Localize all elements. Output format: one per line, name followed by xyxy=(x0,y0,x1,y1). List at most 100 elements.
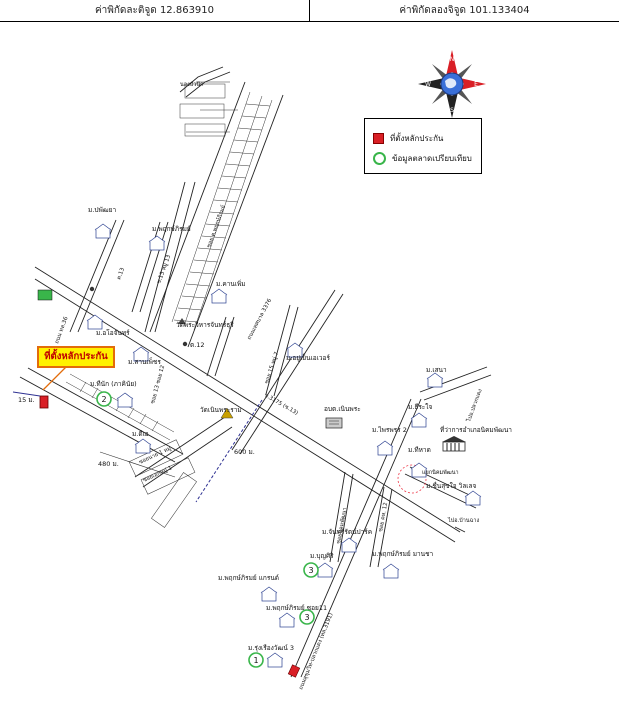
label-phruk-manee: ม.พฤกษ์ภิรมย์ มานชา xyxy=(372,550,434,558)
marker-number-2: 2 xyxy=(101,395,106,404)
label-soi13-12: ซอย 13 ซอย 12 xyxy=(149,364,166,404)
intersection-circle xyxy=(397,464,427,494)
aub-office-icon xyxy=(325,417,343,429)
house-icon xyxy=(278,612,296,628)
house-icons xyxy=(86,223,482,668)
house-icon xyxy=(260,586,278,602)
signboard-icon xyxy=(37,289,53,301)
marker-number-1: 1 xyxy=(253,656,258,665)
marker-number-3a: 3 xyxy=(308,566,313,575)
house-icon xyxy=(94,223,112,239)
temple-icon xyxy=(178,318,186,324)
house-icon xyxy=(148,235,166,251)
longitude-text: ค่าพิกัดลองจิจูด 101.133404 xyxy=(399,5,530,16)
label-thai: ม.ทีหาด xyxy=(408,446,431,454)
label-soi-small1: ซอยเอกหมู่ 1 xyxy=(142,464,173,484)
label-phruksa: ม.พฤกษ์ภิรมย์ xyxy=(152,225,191,233)
callout-pointer xyxy=(42,366,67,391)
comparable-marker-2 xyxy=(96,391,112,407)
compass-rose: N S E W xyxy=(418,50,486,118)
house-icon xyxy=(266,652,284,668)
collateral-marker xyxy=(39,395,49,409)
coordinate-header: ค่าพิกัดละติจูด 12.863910 ค่าพิกัดลองจิจ… xyxy=(0,0,619,22)
marker-number-3b: 3 xyxy=(304,613,309,622)
house-icon xyxy=(410,462,428,478)
label-soi13-2: ต.13 xyxy=(116,267,126,281)
house-icon xyxy=(210,288,228,304)
label-aub-office: อบต.เนินพระ xyxy=(324,405,361,413)
house-icon xyxy=(464,490,482,506)
label-distance-600: 600 ม. xyxy=(234,448,255,456)
building-blocks xyxy=(65,81,273,528)
collateral-callout: ที่ตั้งหลักประกัน xyxy=(37,346,115,368)
map-legend: ที่ตั้งหลักประกัน ข้อมูลตลาดเปรียบเทียบ xyxy=(364,118,482,174)
label-road-3376: ถนนเทศบาล 3376 xyxy=(246,297,274,341)
comparable-marker-1 xyxy=(248,652,264,668)
label-phruk-11: ม.พฤกษ์ภิรมย์ ซอย11 xyxy=(266,604,327,612)
water-canal xyxy=(12,391,41,397)
comparable-markers xyxy=(96,391,319,668)
house-icon xyxy=(410,412,428,428)
house-icon xyxy=(116,392,134,408)
label-office-big: ที่ว่าการอำเภอนิคมพัฒนา xyxy=(440,425,512,434)
house-icon xyxy=(376,440,394,456)
temple-icon xyxy=(220,407,234,419)
house-icon xyxy=(86,314,104,330)
comparable-circle-icon xyxy=(373,152,386,165)
legend-comparable-label: ข้อมูลตลาดเปรียบเทียบ xyxy=(392,154,472,163)
compass-east: E xyxy=(474,81,478,88)
road-network xyxy=(19,66,492,678)
label-road-main: ถนนสุขุมวิท-ปลวกแดง (ทล.3191) xyxy=(297,612,334,691)
legend-collateral-label: ที่ตั้งหลักประกัน xyxy=(390,134,444,143)
label-ploen: ม.ทีนัก (ภาคินัย) xyxy=(90,380,137,388)
label-bunsri: ม.บุญศิริ xyxy=(310,552,334,560)
house-icon xyxy=(426,372,444,388)
label-distance-480: 480 ม. xyxy=(98,460,119,468)
compass-south: S xyxy=(450,107,454,114)
legend-collateral: ที่ตั้งหลักประกัน xyxy=(373,132,443,145)
distance-line-480 xyxy=(99,451,176,478)
label-pajaduk: ม.ปพัฒยา xyxy=(88,206,116,214)
label-nongbua: นองบัวนึก xyxy=(180,81,203,88)
label-distance-15: 15 ม. xyxy=(18,396,35,404)
label-sanphet: ม.สานเพ็ชร xyxy=(128,357,161,366)
school-icon xyxy=(89,286,95,292)
school-icon xyxy=(182,341,188,347)
label-run3: ม.รุ่งเรืองวัฒน์ 3 xyxy=(248,644,294,652)
label-phaisan: ม.ไพรพรร 2 xyxy=(372,426,407,434)
label-kaanmai: ม.คานเพิ่ม xyxy=(216,279,246,288)
label-aub: ม.อยู่เย็นเอเวอร์ xyxy=(286,353,330,362)
label-intersection: แยกนิคมพัฒนา xyxy=(422,469,459,476)
collateral-square-icon xyxy=(373,133,384,144)
label-chue: ม.ชื่นสุขใจ วิลเลจ xyxy=(426,481,477,490)
house-icon xyxy=(286,342,304,358)
label-soijan: ม.อโอจันทร์ xyxy=(96,329,130,337)
label-to-banchang: ไปอ.บ้านฉาง xyxy=(447,517,479,524)
house-icon xyxy=(316,562,334,578)
label-dao: ม.ดีเอ xyxy=(132,430,149,438)
house-icon xyxy=(340,537,358,553)
label-nichanan: ม.จันทร์รัตน์ปาร์ค xyxy=(322,528,372,536)
district-office-icon xyxy=(442,436,466,452)
compass-west: W xyxy=(425,81,431,88)
house-icon xyxy=(134,438,152,454)
label-soi12: ต.12 xyxy=(190,341,205,349)
comparable-marker-3a xyxy=(303,562,319,578)
location-map: 2 3 3 1 N S E W ม.ปพัฒยา ม.พฤกษ์ภิรมย์ ม… xyxy=(12,50,512,691)
house-icon xyxy=(382,563,400,579)
label-soi-nikhom: ซอยนิคมพัฒนา xyxy=(335,507,348,544)
label-phruk-group: ม.พฤกษ์ภิรมย์ แกรนด์ xyxy=(218,574,279,582)
label-sena: ม.เสนา xyxy=(426,366,447,374)
label-songkla: ม.ธีระใจ xyxy=(408,403,432,411)
latitude-text: ค่าพิกัดละติจูด 12.863910 xyxy=(0,0,310,21)
label-wat-phra: วัดพระวิหารจันทร์ธุรี xyxy=(176,321,234,329)
label-road-left: ถนน ทล.36 xyxy=(54,316,70,345)
compass-north: N xyxy=(450,56,455,63)
road-end-marker xyxy=(287,664,301,678)
label-to-plaeng: ไปอ.ปลวกแดง xyxy=(465,388,484,424)
house-icon xyxy=(132,346,150,362)
distance-line-600 xyxy=(195,399,263,503)
label-wat-nuan: วัดเนินพระราม xyxy=(200,406,242,414)
legend-comparable: ข้อมูลตลาดเปรียบเทียบ xyxy=(373,152,472,165)
comparable-marker-3b xyxy=(299,609,315,625)
